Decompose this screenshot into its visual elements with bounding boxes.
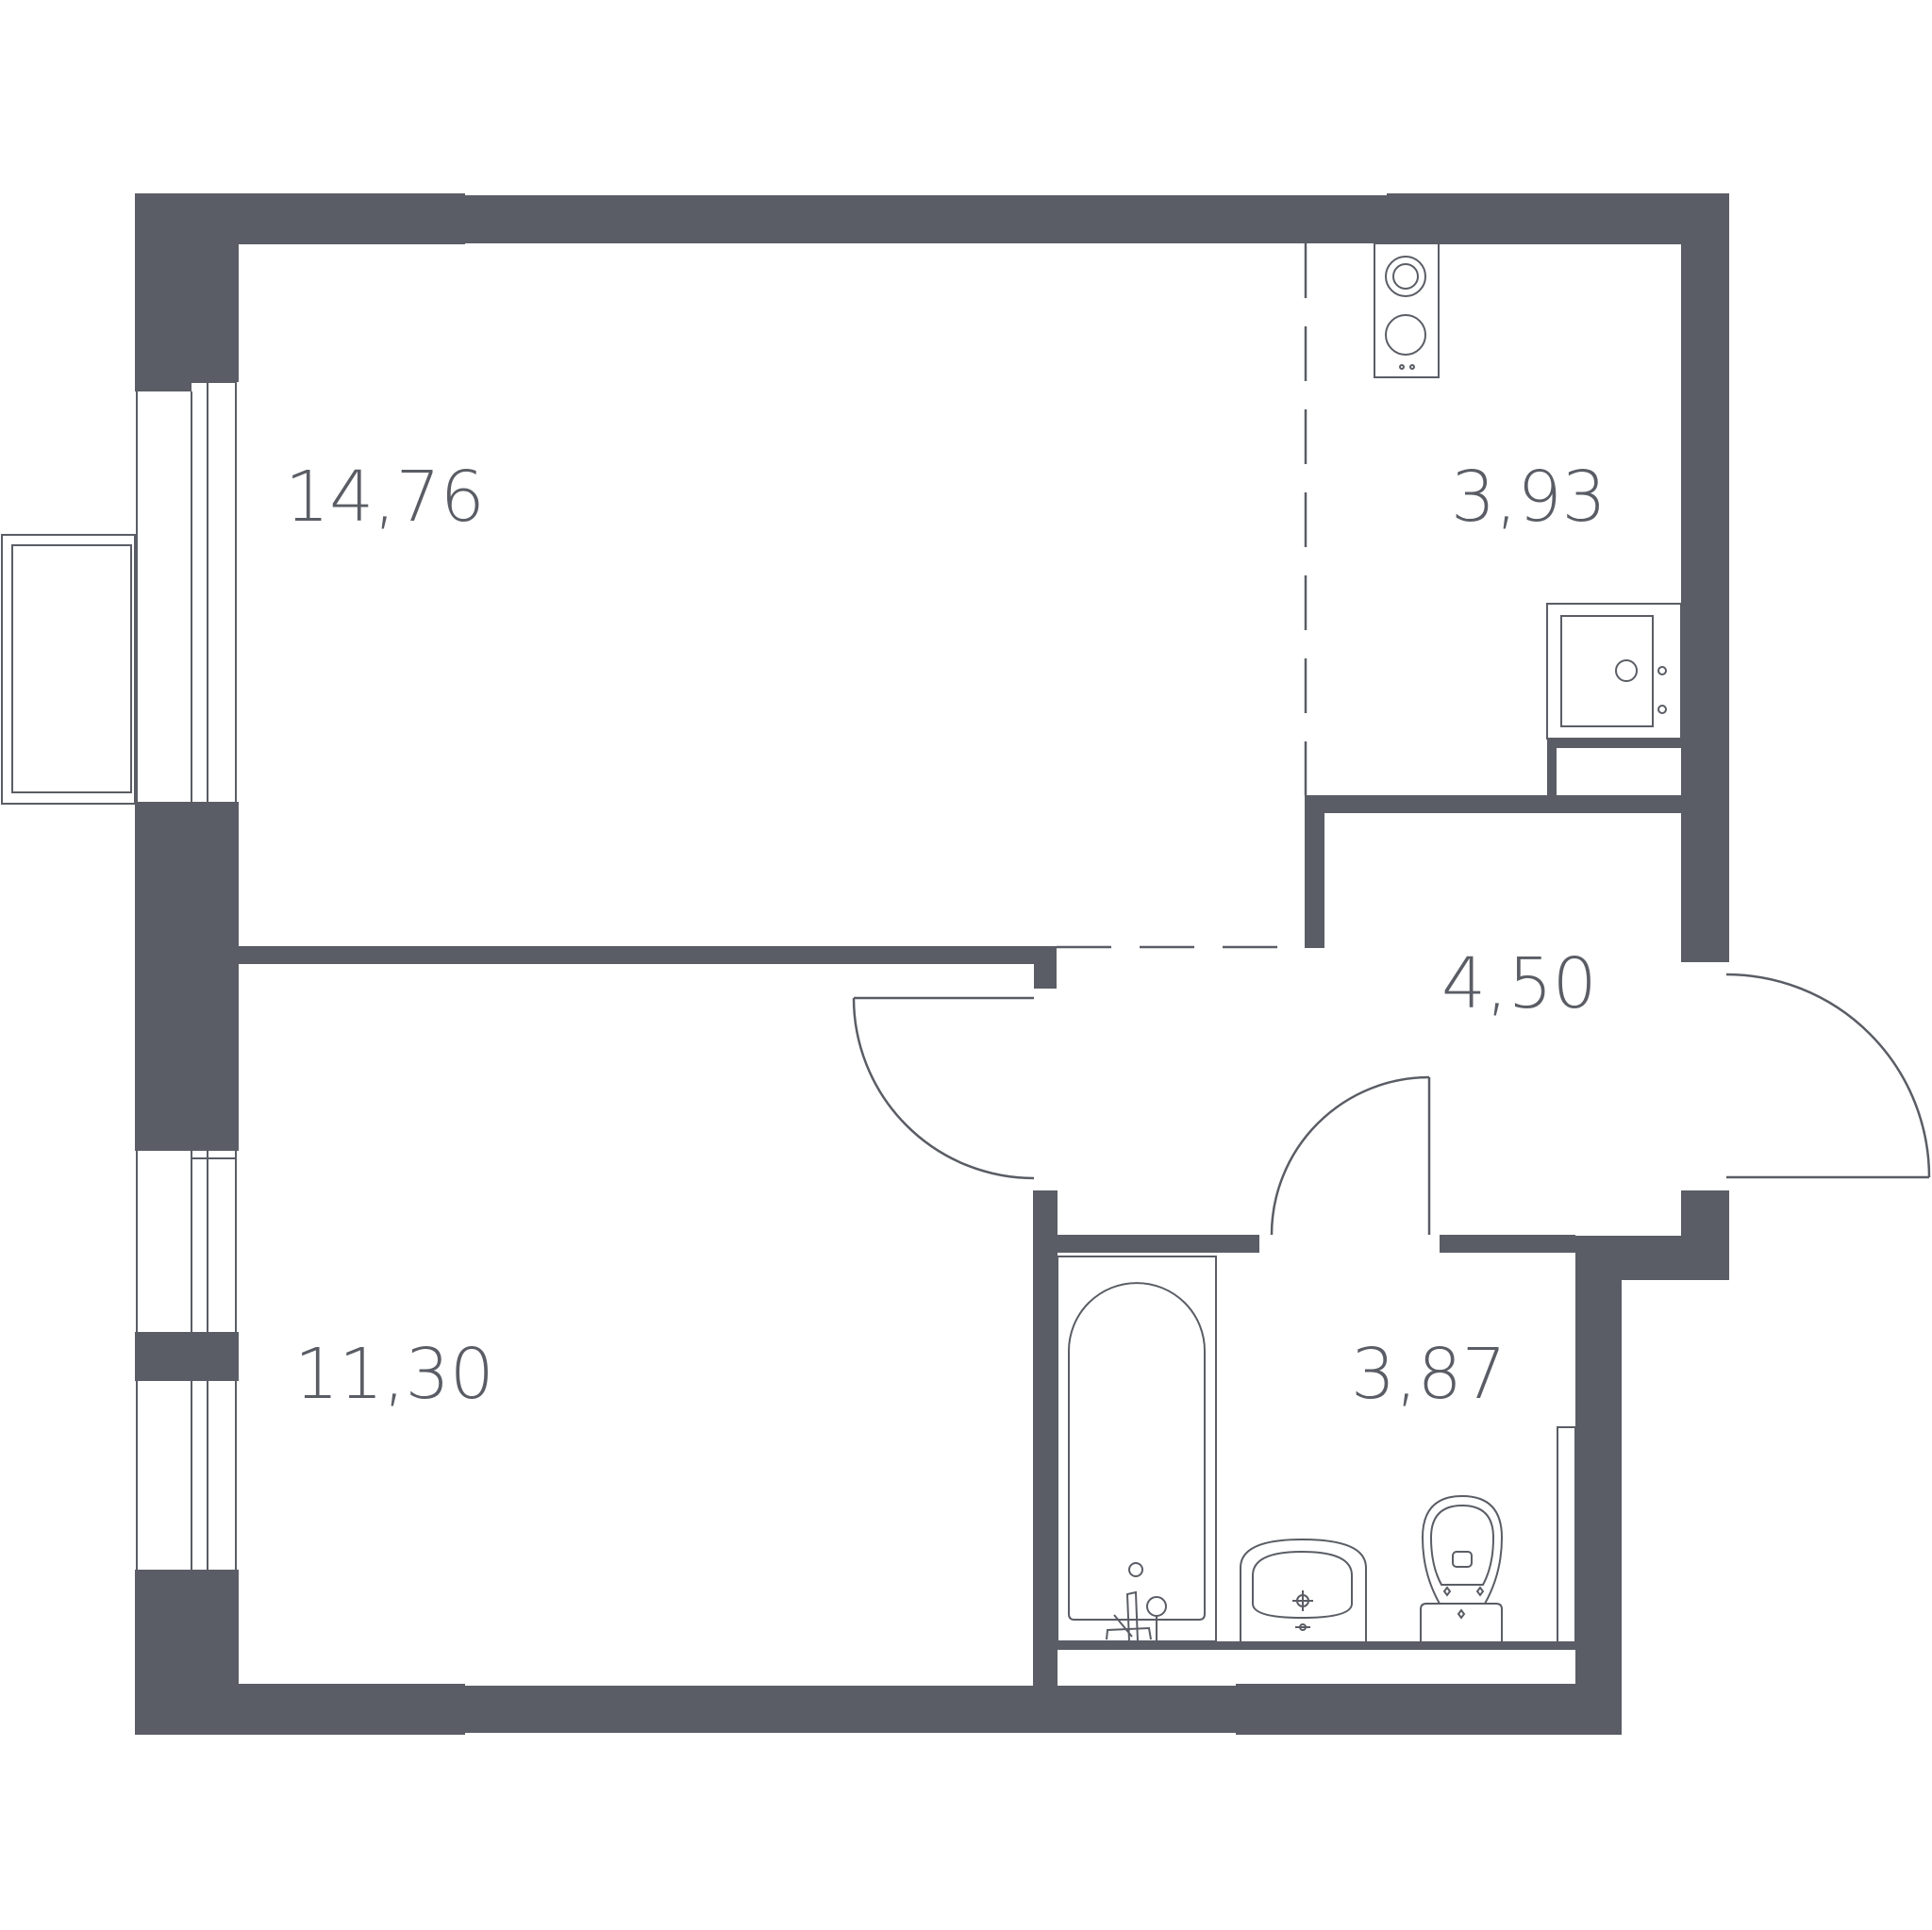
wall-living-bedroom <box>239 946 1057 964</box>
wall-kitchen-niche-h <box>1547 739 1681 748</box>
outer-walls <box>135 193 1729 1735</box>
wall-bath-top-left <box>1033 1235 1259 1253</box>
bathroom-door[interactable] <box>1270 1075 1431 1236</box>
window-mullion <box>135 1332 239 1381</box>
wall-left-1 <box>135 193 239 382</box>
wall-bedroom-door-stub <box>1034 946 1057 989</box>
room-area-hallway: 4,50 <box>1441 943 1597 1024</box>
wall-left-2b <box>135 802 192 811</box>
wall-bath-inner-bottom <box>1058 1641 1575 1649</box>
wall-kitchen-hall-v <box>1305 795 1324 948</box>
sink-icon <box>1546 603 1682 740</box>
wall-right-3 <box>1575 1236 1622 1735</box>
room-area-bedroom: 11,30 <box>294 1334 494 1415</box>
wall-right-1 <box>1681 193 1729 962</box>
wall-kitchen-niche-v <box>1547 739 1557 795</box>
wall-bottom-right <box>1236 1684 1622 1735</box>
doors <box>852 973 1931 1236</box>
wall-top-right <box>1387 193 1729 244</box>
zone-lines <box>1057 243 1307 949</box>
wall-bath-top-right <box>1440 1235 1575 1253</box>
balcony <box>1 534 136 805</box>
toilet-icon <box>1420 1494 1504 1641</box>
washbasin-icon <box>1240 1538 1367 1641</box>
bathtub-icon <box>1057 1256 1217 1642</box>
interior-walls <box>239 739 1682 1686</box>
wall-bedroom-bath <box>1033 1190 1058 1686</box>
wall-left-2 <box>135 802 239 1151</box>
room-area-bathroom: 3,87 <box>1351 1334 1507 1415</box>
wall-bottom-mid <box>465 1686 1236 1733</box>
wall-kitchen-hall-h <box>1305 795 1682 813</box>
entrance-door[interactable] <box>1725 973 1931 1179</box>
wall-bottom-left <box>135 1684 465 1735</box>
stove-icon <box>1374 242 1440 378</box>
wall-left-1b <box>135 382 192 391</box>
wall-top-mid <box>465 195 1387 243</box>
room-area-living: 14,76 <box>285 457 485 538</box>
bedroom-door[interactable] <box>852 996 1035 1180</box>
room-area-kitchen: 3,93 <box>1451 457 1607 538</box>
bath-shelf <box>1058 1426 1576 1650</box>
